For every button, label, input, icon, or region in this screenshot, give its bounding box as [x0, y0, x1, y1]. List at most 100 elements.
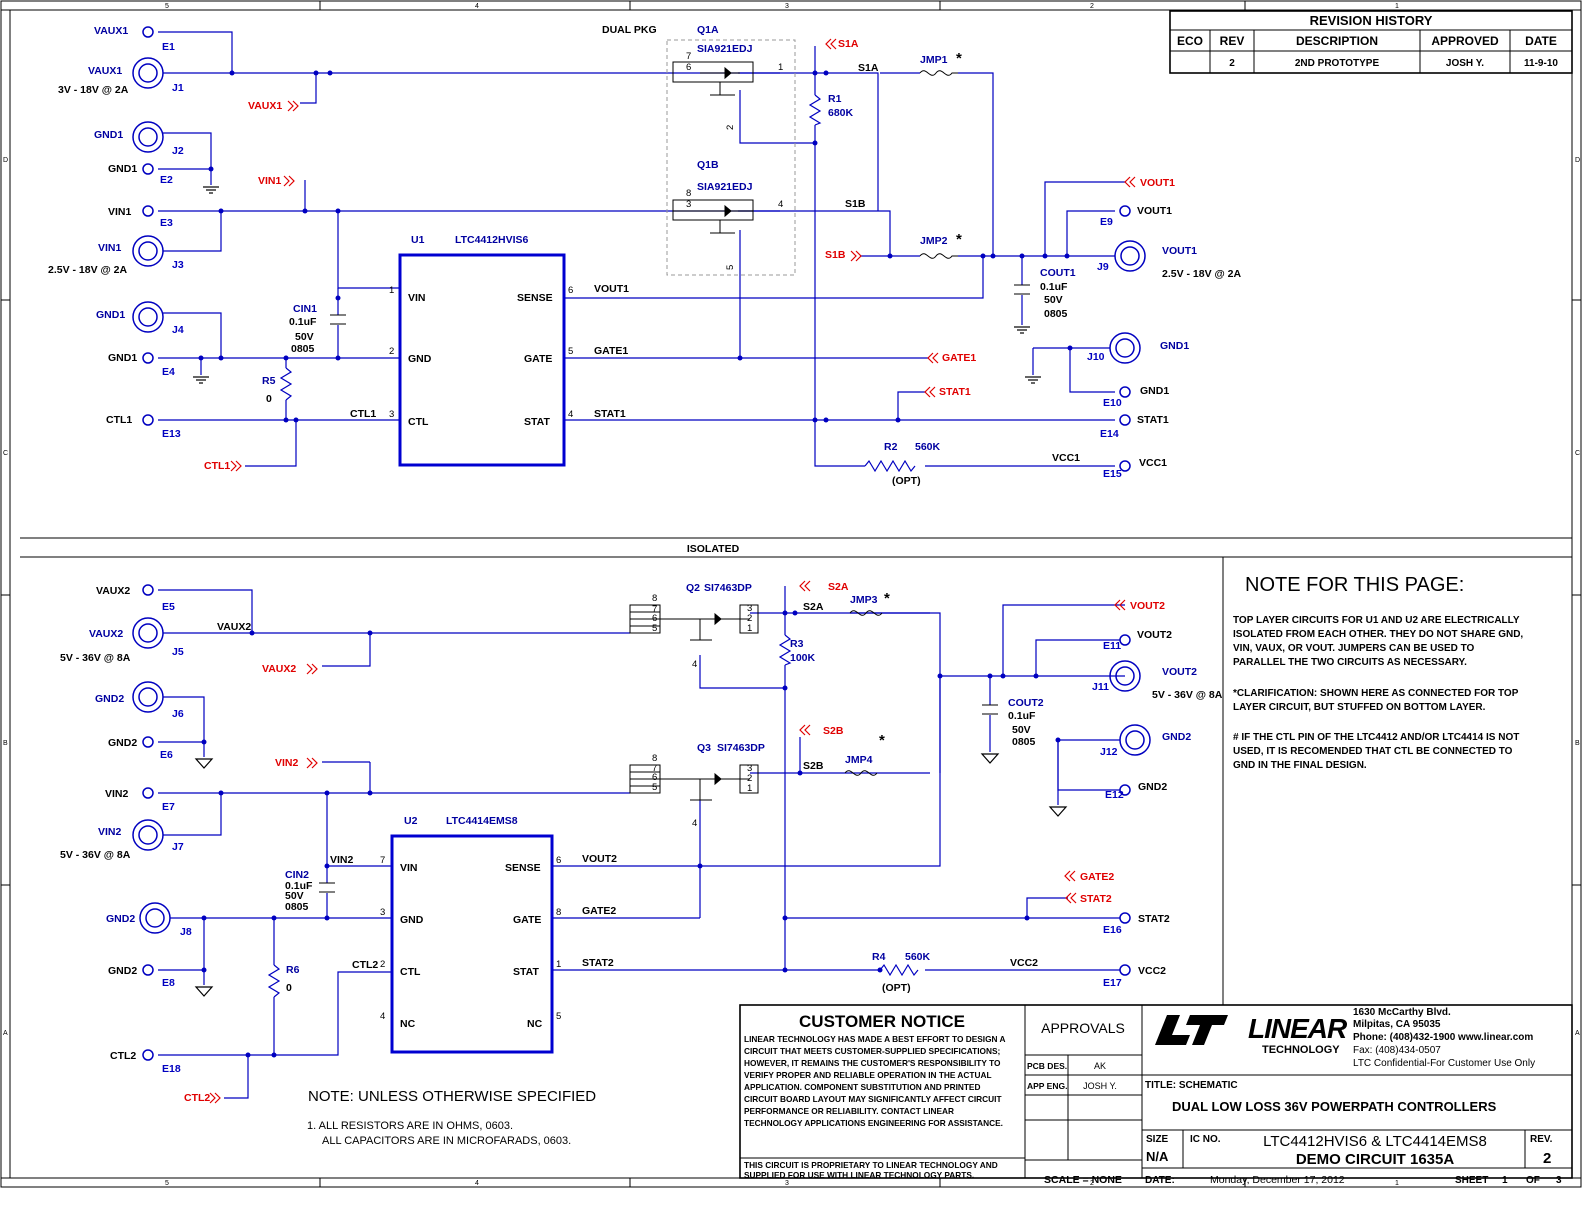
u1-pin-gnd: GND	[408, 353, 432, 365]
page-note-line-1: TOP LAYER CIRCUITS FOR U1 AND U2 ARE ELE…	[1233, 615, 1520, 626]
border-letter-d-r: D	[1575, 157, 1580, 164]
vaux2-label: VAUX2	[96, 585, 130, 597]
gate1-tag: GATE1	[942, 352, 976, 364]
u1-pin-ctl: CTL	[408, 416, 429, 428]
q3-pin5: 5	[652, 782, 657, 793]
u2-pin7-num: 7	[380, 855, 385, 866]
scale-label: SCALE = NONE	[1044, 1174, 1122, 1186]
address-fax: Fax: (408)434-0507	[1353, 1045, 1441, 1056]
cin2-voltage: 50V	[285, 890, 304, 902]
q2-pin7: 7	[652, 604, 657, 615]
address-line-2: Milpitas, CA 95035	[1353, 1019, 1441, 1030]
notice-line-7: PERFORMANCE OR RELIABILITY. CONTACT LINE…	[744, 1106, 954, 1116]
j9-label: J9	[1097, 261, 1109, 273]
border-letter-c-r: C	[1575, 450, 1580, 457]
u2-pin-vin: VIN	[400, 862, 418, 874]
cin2-value: 0.1uF	[285, 880, 313, 892]
page-note-line-4: PARALLEL THE TWO CIRCUITS AS NECESSARY.	[1233, 657, 1467, 668]
u1-pin6-num: 6	[568, 285, 573, 296]
e9-vout1-label: VOUT1	[1137, 205, 1172, 217]
q1b-pin5: 5	[725, 265, 736, 270]
notes-line-2: ALL CAPACITORS ARE IN MICROFARADS, 0603.	[322, 1135, 571, 1147]
u1-pin-sense: SENSE	[517, 292, 553, 304]
q2-pin3: 3	[747, 603, 752, 614]
u1-pin3-num: 3	[389, 409, 394, 420]
cout1-value: 0.1uF	[1040, 281, 1068, 293]
cout2-package: 0805	[1012, 736, 1036, 748]
r1-value: 680K	[828, 107, 854, 119]
r5-ref: R5	[262, 375, 276, 387]
rev-header-eco: ECO	[1177, 34, 1203, 48]
app-eng-value: JOSH Y.	[1083, 1081, 1117, 1091]
cin1-ref: CIN1	[293, 303, 317, 315]
gate2-tag: GATE2	[1080, 871, 1114, 883]
cin1-value: 0.1uF	[289, 316, 317, 328]
ctl1-label: CTL1	[106, 414, 132, 426]
e6-label: E6	[160, 749, 173, 761]
u2-pin8-num: 8	[556, 907, 561, 918]
j2-label: J2	[172, 145, 184, 157]
s2b-net: S2B	[803, 760, 824, 772]
q1a-pin1: 1	[778, 62, 783, 73]
u1-chip-body	[398, 253, 566, 467]
border-num-2b: 2	[1090, 1180, 1094, 1187]
q3-pin1: 1	[747, 783, 752, 794]
j8-gnd2-label: GND2	[106, 913, 135, 925]
notice-line-8: TECHNOLOGY APPLICATIONS ENGINEERING FOR …	[744, 1118, 1003, 1128]
j12-label: J12	[1100, 746, 1118, 758]
proprietary-line-2: SUPPLIED FOR USE WITH LINEAR TECHNOLOGY …	[744, 1170, 974, 1180]
s1a-tag: S1A	[838, 38, 859, 50]
q2-pin4: 4	[692, 659, 697, 670]
u1-pin1-num: 1	[389, 285, 394, 296]
e8-label: E8	[162, 977, 175, 989]
q3-ref: Q3	[697, 742, 711, 754]
q1a-ref: Q1A	[697, 24, 719, 36]
e8-gnd2-label: GND2	[108, 965, 137, 977]
gate1-net: GATE1	[594, 345, 628, 357]
stat2-tag: STAT2	[1080, 893, 1112, 905]
proprietary-line-1: THIS CIRCUIT IS PROPRIETARY TO LINEAR TE…	[744, 1160, 998, 1170]
rev-row-date: 11-9-10	[1524, 58, 1558, 69]
ic-no-label: IC NO.	[1190, 1134, 1221, 1145]
e12-label: E12	[1105, 789, 1124, 801]
e6-gnd2-label: GND2	[108, 737, 137, 749]
r4-ref: R4	[872, 951, 886, 963]
r6-value: 0	[286, 982, 292, 994]
e13-label: E13	[162, 428, 181, 440]
u1-part: LTC4412HVIS6	[455, 234, 528, 246]
e2-gnd1-label: GND1	[108, 163, 137, 175]
q2-part: SI7463DP	[704, 582, 752, 594]
schematic-title: DUAL LOW LOSS 36V POWERPATH CONTROLLERS	[1172, 1099, 1497, 1114]
vout1-rating: 2.5V - 18V @ 2A	[1162, 268, 1242, 280]
page-note: NOTE FOR THIS PAGE: TOP LAYER CIRCUITS F…	[1222, 557, 1523, 1005]
stat2-net: STAT2	[582, 957, 614, 969]
e16-label: E16	[1103, 924, 1122, 936]
jmp4-star: *	[879, 732, 885, 749]
e17-vcc2-label: VCC2	[1138, 965, 1166, 977]
q1a-pin7: 7	[686, 51, 691, 62]
e2-label: E2	[160, 174, 173, 186]
q1b-pin8: 8	[686, 188, 691, 199]
bottom-circuit: VAUX2 E5 VAUX2 J5 5V - 36V @ 8A VAUX2 VA…	[60, 580, 1223, 1104]
title-label: TITLE: SCHEMATIC	[1145, 1080, 1238, 1091]
j7-label: J7	[172, 841, 184, 853]
demo-circuit: DEMO CIRCUIT 1635A	[1296, 1151, 1455, 1168]
j5-label: J5	[172, 646, 184, 658]
border-letter-b-r: B	[1575, 740, 1580, 747]
u2-pin-ctl: CTL	[400, 966, 421, 978]
sheet-value: 1	[1502, 1175, 1508, 1186]
rev-label: REV.	[1530, 1134, 1553, 1145]
notice-line-3: HOWEVER, IT REMAINS THE CUSTOMER'S RESPO…	[744, 1058, 1001, 1068]
border-num-1: 1	[1395, 3, 1399, 10]
cin2-ref: CIN2	[285, 869, 309, 881]
j3-vin1-label: VIN1	[98, 242, 122, 254]
size-label: SIZE	[1146, 1134, 1169, 1145]
u2-pin-nc-left: NC	[400, 1018, 416, 1030]
jmp3-star: *	[884, 590, 890, 607]
approvals-title: APPROVALS	[1041, 1020, 1125, 1036]
e7-label: E7	[162, 801, 175, 813]
u1-pin4-num: 4	[568, 409, 573, 420]
r2-ref: R2	[884, 441, 898, 453]
q1b-pin4: 4	[778, 199, 783, 210]
